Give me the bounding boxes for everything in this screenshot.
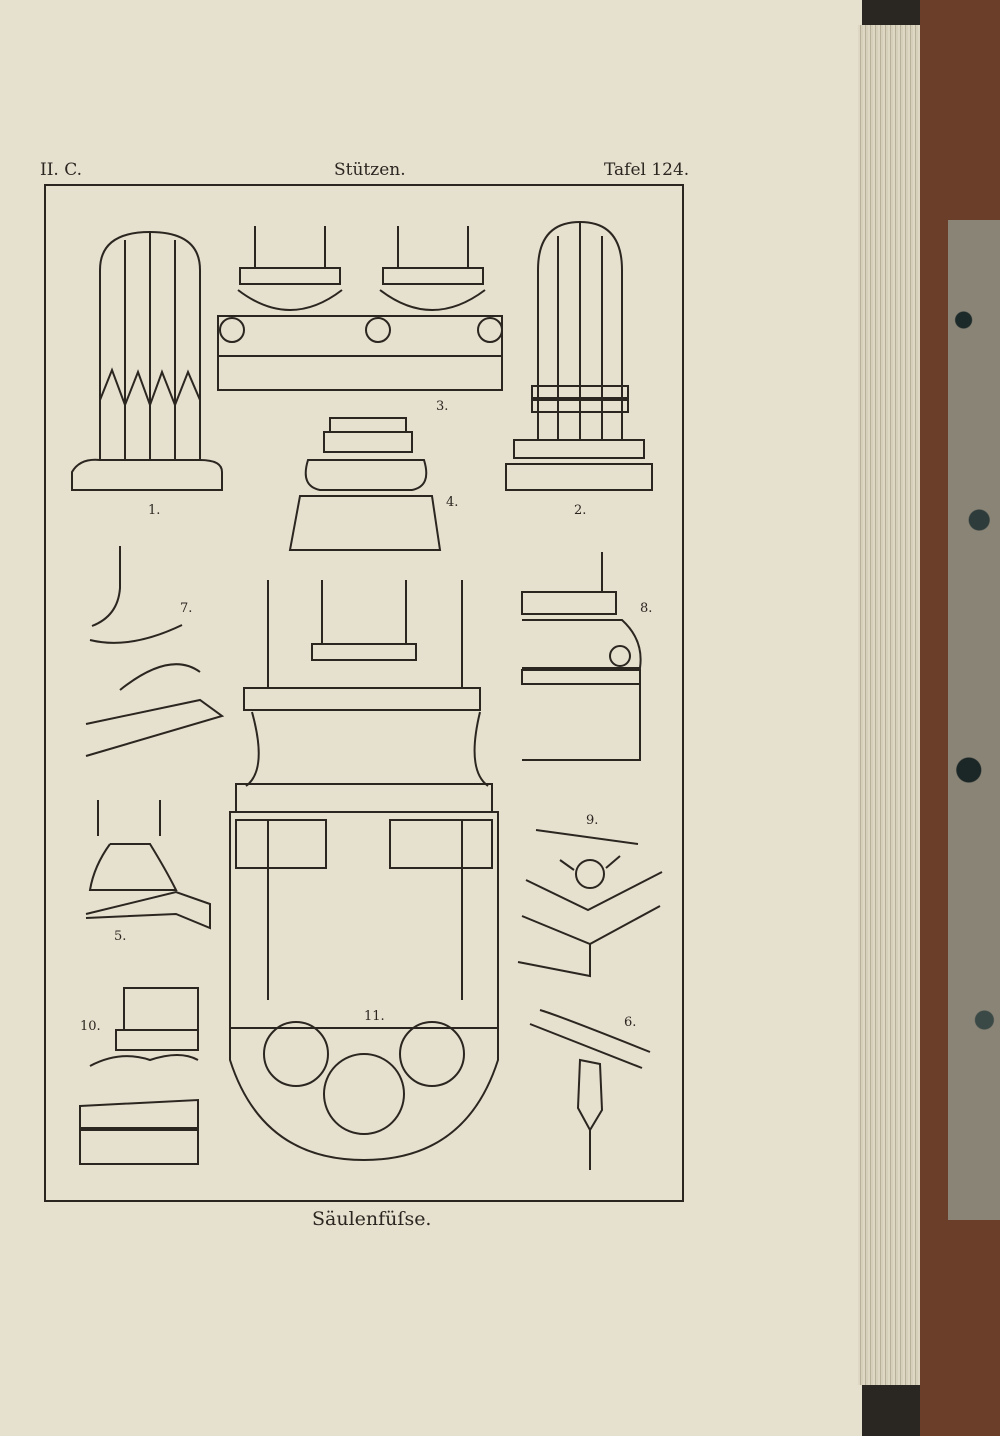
figure-number-2: 2. bbox=[574, 503, 586, 518]
figure-10-drawing bbox=[79, 987, 199, 1165]
figure-number-10: 10. bbox=[80, 1019, 101, 1034]
book-page bbox=[0, 0, 862, 1436]
figure-6-drawing bbox=[529, 1009, 651, 1170]
figure-number-7: 7. bbox=[180, 601, 192, 616]
page-edges bbox=[858, 25, 924, 1385]
figure-7-drawing bbox=[85, 546, 225, 757]
illustration-plate bbox=[44, 184, 684, 1202]
figure-number-9: 9. bbox=[586, 813, 598, 828]
figure-4-drawing bbox=[288, 417, 442, 551]
figure-5-drawing bbox=[85, 800, 211, 930]
figure-number-8: 8. bbox=[640, 601, 652, 616]
figure-number-5: 5. bbox=[114, 929, 126, 944]
figure-number-1: 1. bbox=[148, 503, 160, 518]
figure-1-drawing bbox=[71, 230, 223, 491]
plate-number: Tafel 124. bbox=[604, 160, 690, 180]
figure-number-6: 6. bbox=[624, 1015, 636, 1030]
figure-number-3: 3. bbox=[436, 399, 448, 414]
figure-number-4: 4. bbox=[446, 495, 458, 510]
figure-3-drawing bbox=[217, 226, 503, 391]
figure-9-drawing bbox=[517, 829, 663, 978]
figure-8-drawing bbox=[521, 552, 642, 761]
marbled-edge bbox=[948, 220, 1000, 1220]
figure-number-11: 11. bbox=[364, 1009, 385, 1024]
figure-11-drawing bbox=[229, 580, 499, 1162]
section-label: II. C. bbox=[40, 160, 83, 180]
page-title: Stützen. bbox=[334, 160, 406, 180]
plate-caption: Säulenfüſse. bbox=[312, 1208, 432, 1230]
figure-2-drawing bbox=[505, 220, 653, 491]
